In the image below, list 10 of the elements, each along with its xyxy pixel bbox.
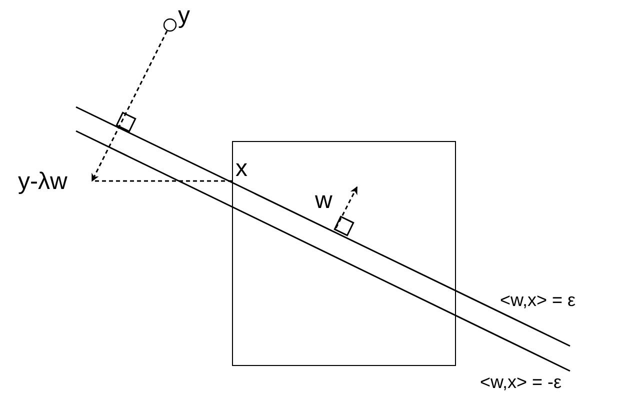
- point-label: y-λw: [18, 170, 68, 194]
- equation-label: <w,x> = ε: [500, 291, 576, 309]
- vector-label: w: [315, 189, 332, 213]
- dashed-arrow: [91, 30, 168, 182]
- point-marker: [163, 18, 177, 32]
- point-label: y: [178, 4, 190, 28]
- square-box: [232, 141, 456, 366]
- point-label: x: [236, 156, 248, 180]
- dashed-line: [92, 180, 232, 182]
- equation-label: <w,x> = -ε: [480, 373, 562, 391]
